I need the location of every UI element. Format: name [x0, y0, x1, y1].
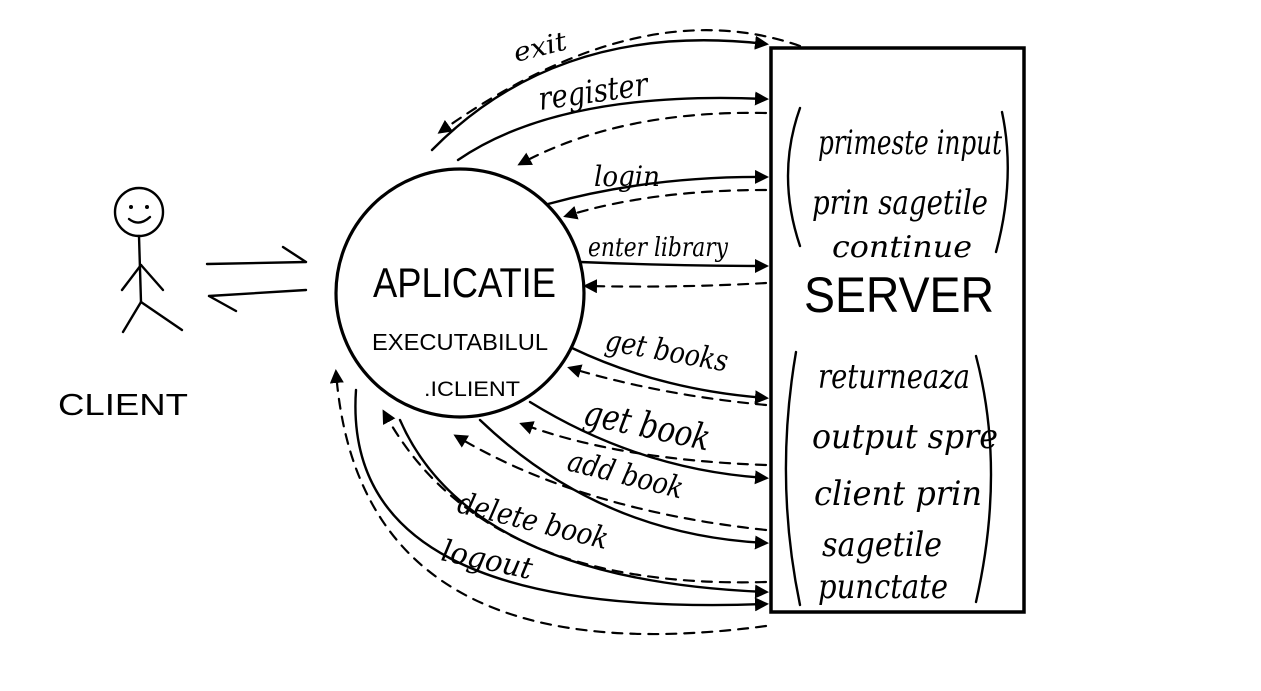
command-label-enter-library: enter library: [588, 233, 728, 263]
output-note-line-3: sagetile: [822, 525, 942, 565]
output-note-line-2: client prin: [814, 474, 982, 514]
server-output-note: returneaza output spre client prin saget…: [784, 350, 998, 607]
server-title: SERVER: [804, 267, 994, 323]
arrow-get-book-request: [528, 400, 769, 485]
arrow-exit-response: [437, 29, 802, 134]
output-note-line-4: punctate: [818, 567, 948, 607]
arrow-enter-library-request: [578, 258, 769, 273]
arrow-delete-book-response: [382, 409, 768, 584]
server-box: [769, 46, 1026, 614]
arrow-enter-library-response: [583, 279, 768, 294]
arrow-register-response: [517, 111, 768, 166]
command-label-add-book: add book: [564, 444, 687, 507]
arrow-get-book-response: [519, 421, 768, 467]
server-input-note: primeste input prin sagetile continue: [786, 106, 1009, 265]
input-note-line-2: continue: [832, 230, 972, 265]
arrow-exit-request: [430, 35, 769, 152]
client-label: CLIENT: [58, 387, 188, 422]
command-label-login: login: [594, 160, 660, 193]
arrow-add-book-request: [478, 418, 769, 550]
arrow-get-books-request: [570, 346, 769, 405]
arrow-login-response: [563, 188, 768, 220]
command-label-register: register: [536, 65, 652, 118]
command-label-get-book: get book: [580, 393, 714, 460]
arrow-register-request: [456, 91, 769, 162]
arrow-add-book-response: [453, 434, 768, 532]
arrow-logout-request: [354, 388, 769, 612]
arrow-login-request: [546, 169, 769, 206]
app-line1: EXECUTABILUL: [372, 329, 548, 355]
client-app-arrows: [205, 245, 308, 313]
input-note-line-0: primeste input: [818, 123, 1002, 163]
app-title: APLICATIE: [373, 259, 556, 306]
app-line2: .ICLIENT: [424, 378, 520, 401]
arrow-logout-response: [329, 369, 768, 636]
arrow-get-books-response: [567, 364, 768, 407]
output-note-line-0: returneaza: [818, 357, 970, 397]
client-stick-figure: [113, 186, 184, 334]
response-arrows: [329, 29, 802, 636]
output-note-line-1: output spre: [812, 417, 998, 457]
input-note-line-1: prin sagetile: [812, 183, 988, 223]
command-label-get-books: get books: [603, 323, 731, 379]
